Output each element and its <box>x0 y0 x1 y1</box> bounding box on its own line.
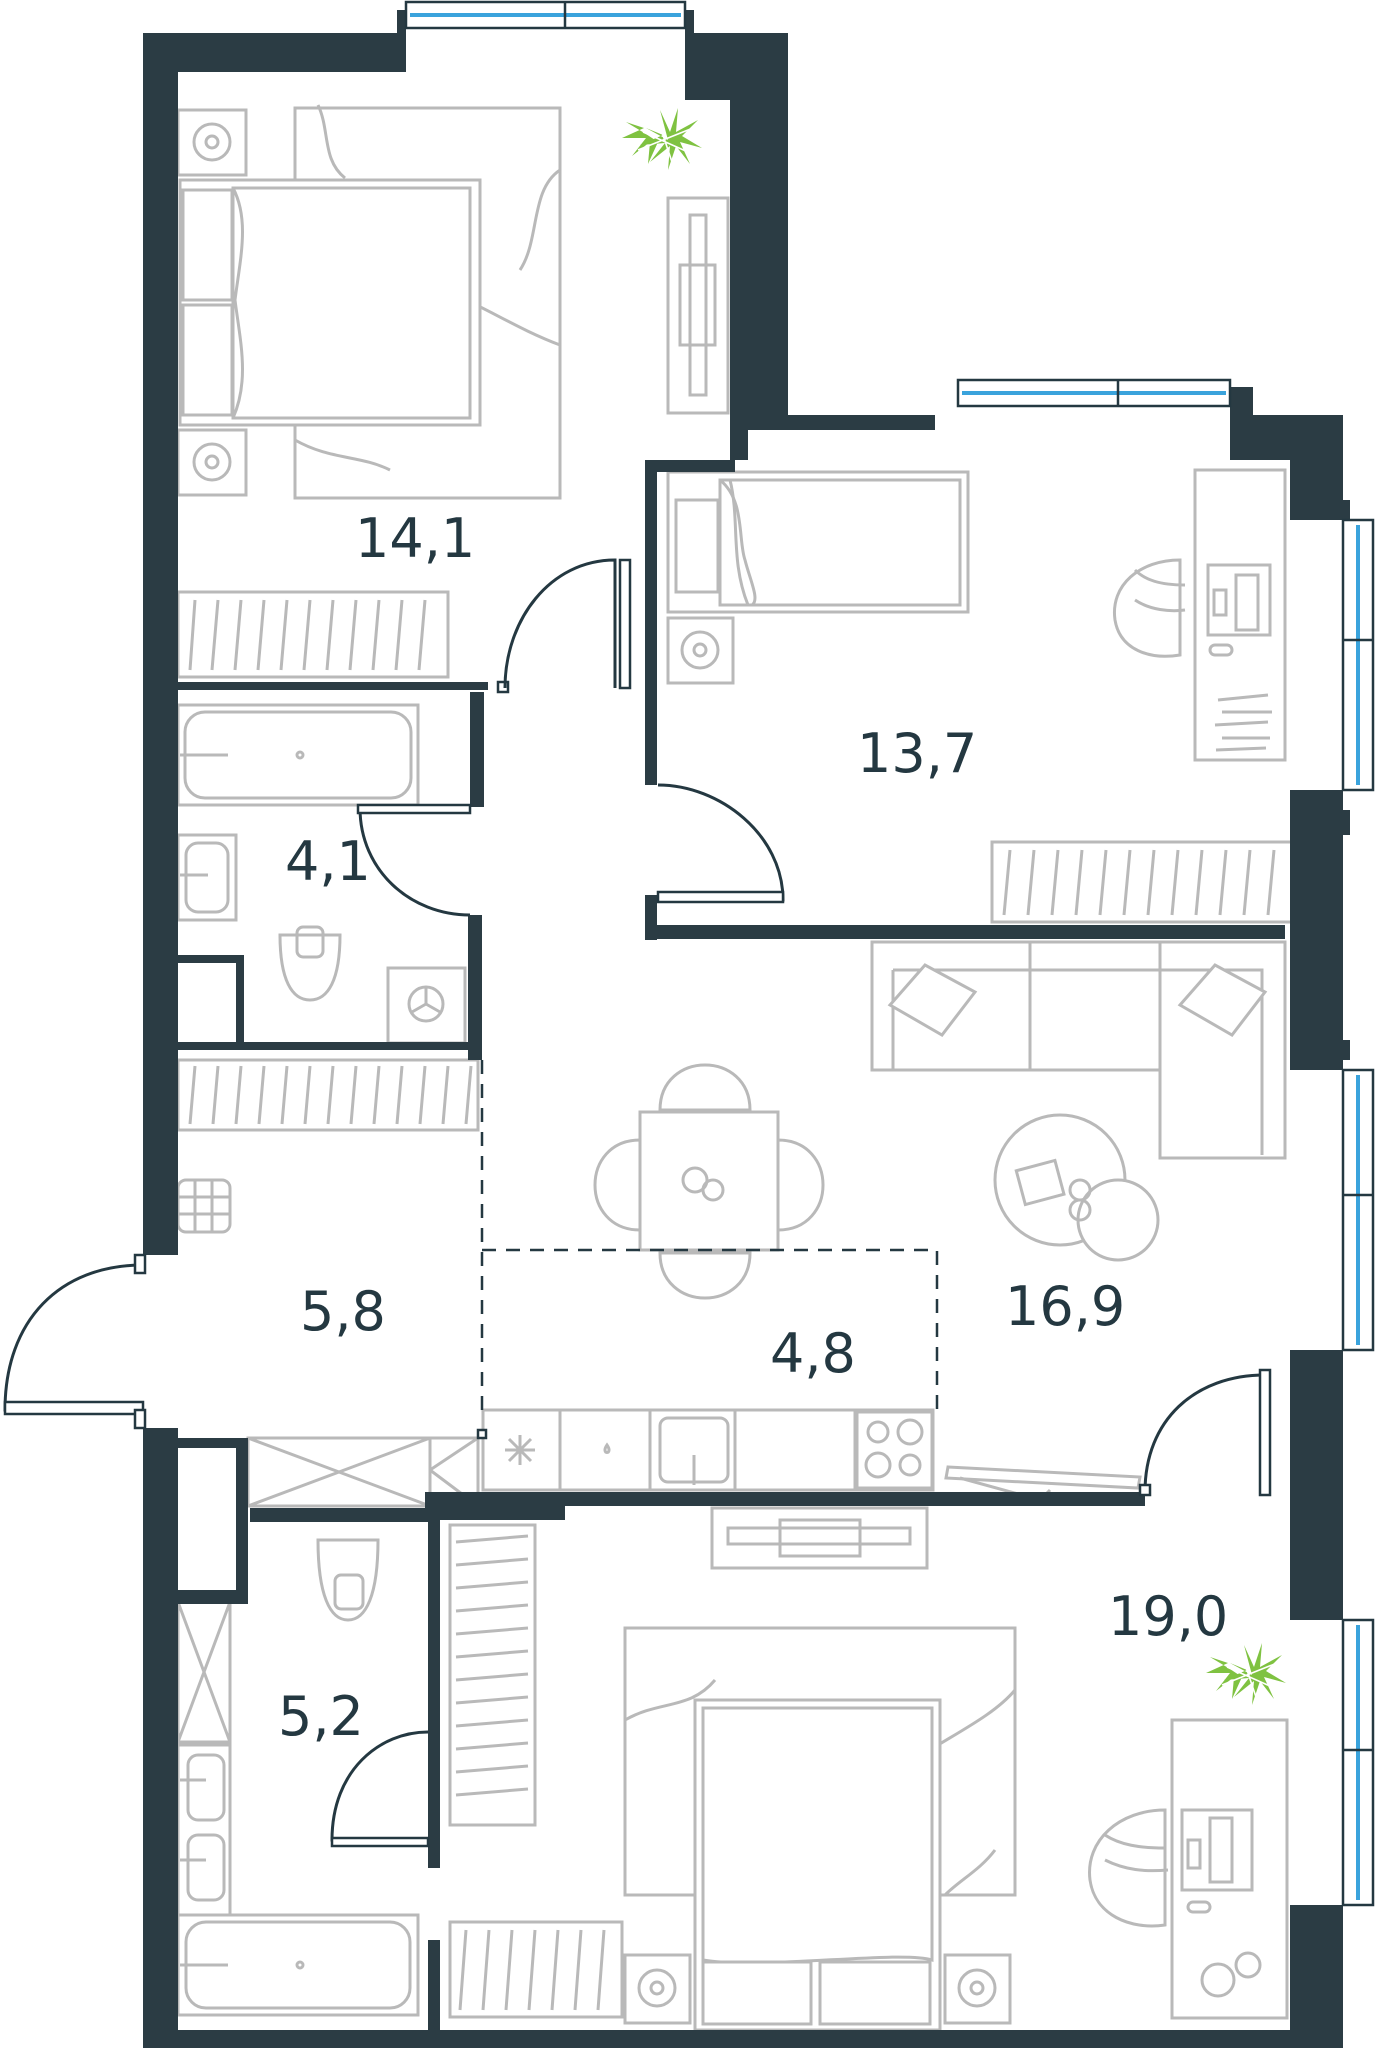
coffee-table-icon <box>993 1113 1160 1262</box>
bed-icon <box>666 470 970 614</box>
tv-stand-icon <box>710 1506 929 1570</box>
door-small-hall <box>476 1428 488 1440</box>
door-bedroom-2 <box>618 558 785 904</box>
room-area-bedroom-2: 13,7 <box>857 722 977 785</box>
partitions <box>178 460 1285 2048</box>
door-bedroom-1 <box>496 558 617 694</box>
wardrobe-icon <box>448 1920 624 2019</box>
nightstand-icon <box>176 108 248 177</box>
door-master-bedroom <box>1138 1368 1272 1497</box>
kitchen-counter-icon <box>481 1408 935 1492</box>
room-area-kitchen: 4,8 <box>770 1322 856 1385</box>
office-chair-icon <box>1088 1808 1169 1928</box>
windows <box>404 0 1375 1907</box>
room-area-bathroom-2: 5,2 <box>278 1685 364 1748</box>
bathtub-icon <box>176 703 420 807</box>
sink-icon <box>176 833 238 922</box>
door-entrance <box>3 1253 147 1430</box>
desk-icon <box>1193 468 1287 762</box>
room-area-bathroom-1: 4,1 <box>285 830 371 893</box>
tv-stand-icon <box>666 196 730 415</box>
bed-icon <box>623 1626 1017 2032</box>
area-labels: 14,1 13,7 4,1 5,8 4,8 16,9 5,2 19,0 <box>278 507 1228 1748</box>
zone-dividers <box>480 1060 939 1410</box>
window-right-living <box>1341 1068 1375 1352</box>
room-area-bedroom-1: 14,1 <box>355 507 475 570</box>
furniture <box>176 104 1294 2032</box>
shower-icon <box>176 1600 232 1744</box>
wardrobe-icon <box>176 590 450 679</box>
door-bathroom-1 <box>356 803 472 917</box>
nightstand-icon <box>666 616 735 685</box>
window-right-bedroom-2 <box>1341 518 1375 792</box>
plant-icon <box>622 108 702 170</box>
door-bathroom-2 <box>330 1730 430 1848</box>
nightstand-icon <box>623 1953 692 2025</box>
toilet-icon <box>316 1538 380 1622</box>
bathtub-icon <box>176 1913 420 2017</box>
outer-walls <box>143 10 1350 2048</box>
sofa-icon <box>870 940 1287 1160</box>
desk-icon <box>1170 1718 1289 2020</box>
room-area-hallway: 5,8 <box>300 1280 386 1343</box>
plant-icon <box>1206 1643 1286 1705</box>
room-area-living-room: 16,9 <box>1005 1275 1125 1338</box>
sink-icon <box>176 1743 232 1917</box>
wardrobe-icon <box>448 1523 537 1827</box>
room-area-master-bedroom: 19,0 <box>1108 1585 1228 1648</box>
nightstand-icon <box>176 428 248 497</box>
wardrobe-icon <box>176 1058 480 1132</box>
office-chair-icon <box>1112 558 1186 658</box>
window-right-master <box>1341 1618 1375 1907</box>
dining-table-icon <box>593 1063 825 1300</box>
toilet-icon <box>278 925 342 1002</box>
stove-icon <box>855 1410 934 1490</box>
wardrobe-icon <box>990 840 1294 924</box>
doors <box>3 558 1272 1848</box>
window-top-bedroom-1 <box>404 0 687 30</box>
window-top-bedroom-2 <box>956 378 1232 408</box>
bed-icon <box>178 104 562 500</box>
nightstand-icon <box>943 1953 1012 2025</box>
shoe-rack-icon <box>176 1178 232 1234</box>
washing-machine-icon <box>386 966 467 1045</box>
